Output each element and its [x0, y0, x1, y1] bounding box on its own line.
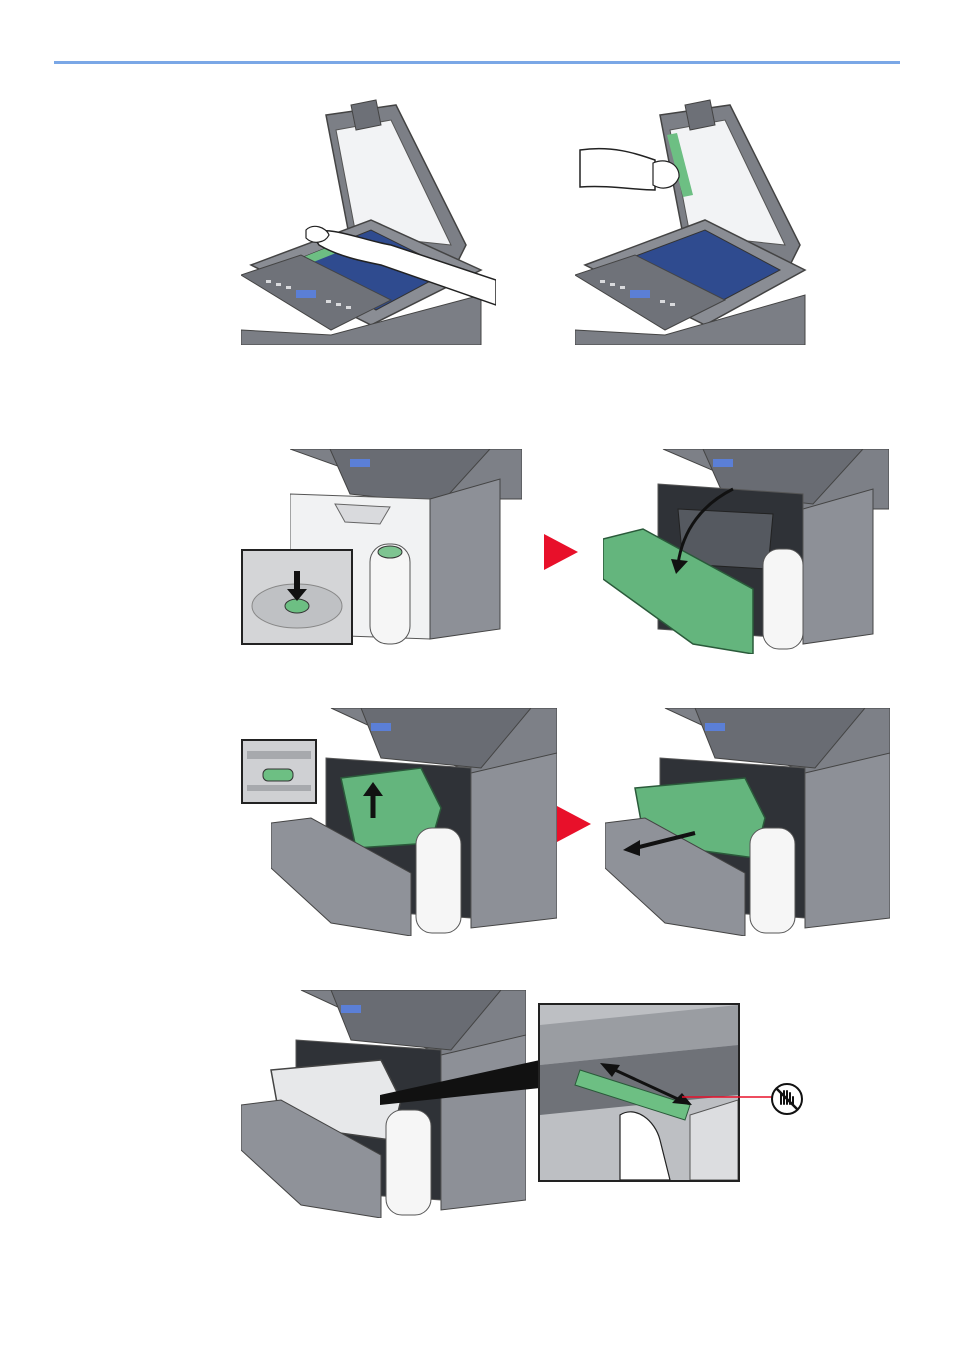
developer-unit-pull-illustration — [605, 708, 890, 936]
pointer-line-red — [682, 1096, 782, 1098]
header-rule — [54, 61, 900, 64]
scanner-glass-illustration — [241, 99, 496, 345]
pointer-line — [682, 1093, 782, 1101]
release-button-detail — [243, 551, 351, 643]
step-arrow-icon — [544, 534, 578, 570]
zoom-callout-wedge — [380, 1060, 540, 1105]
scanner-glass-cleaning-figure — [241, 95, 496, 345]
lift-developer-unit-figure — [271, 708, 557, 936]
scanner-lid-cleaning-figure — [575, 95, 810, 345]
press-release-button-figure — [290, 449, 522, 652]
registration-roller-zoom-inset — [538, 1003, 740, 1182]
lever-detail — [243, 741, 315, 802]
developer-unit-lift-illustration — [271, 708, 557, 936]
printer-inside-illustration — [241, 990, 526, 1218]
front-cover-open-figure — [603, 449, 889, 654]
do-not-touch-icon — [770, 1082, 804, 1116]
pull-developer-unit-figure — [605, 708, 890, 936]
registration-roller-detail — [540, 1005, 738, 1180]
scanner-lid-illustration — [575, 99, 807, 345]
printer-open-inside-figure — [241, 990, 526, 1218]
do-not-touch-hand-icon — [771, 1083, 803, 1115]
step-arrow-icon — [557, 806, 591, 842]
lever-zoom-inset — [241, 739, 317, 804]
release-button-zoom-inset — [241, 549, 353, 645]
front-cover-opening-illustration — [603, 449, 889, 654]
printer-front-closed-illustration — [290, 449, 522, 645]
zoom-callout-lines — [380, 1060, 540, 1115]
